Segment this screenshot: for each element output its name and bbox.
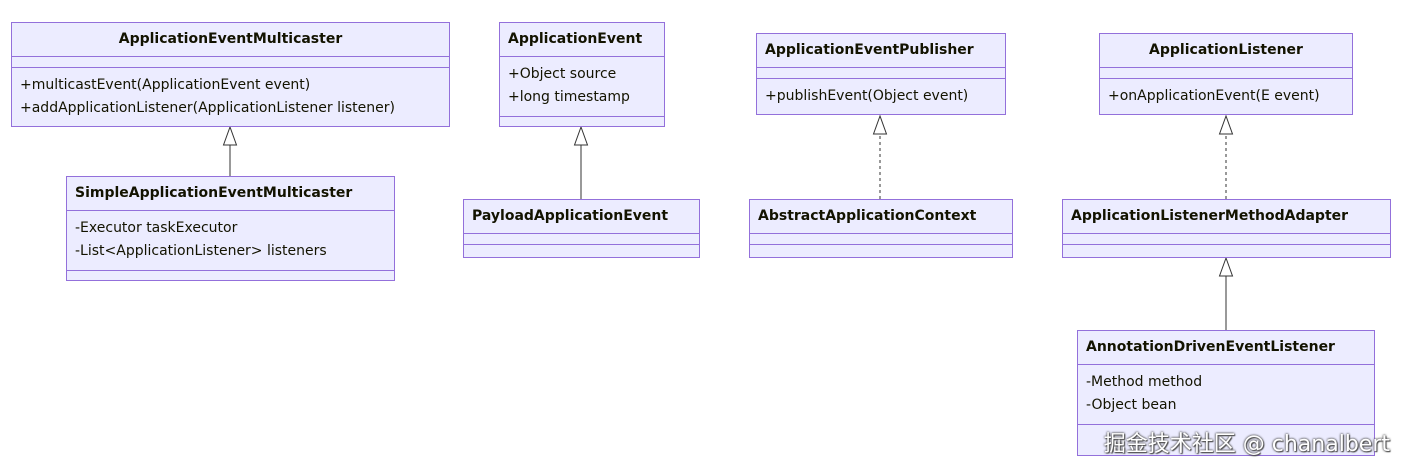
method: +addApplicationListener(ApplicationListe…	[20, 100, 395, 116]
class-name: SimpleApplicationEventMulticaster	[67, 177, 394, 211]
attribute: +Object source	[508, 66, 617, 82]
attributes-section: -Executor taskExecutor -List<Application…	[67, 211, 394, 271]
attributes-section	[1100, 68, 1352, 79]
attributes-section: -Method method -Object bean	[1078, 365, 1374, 425]
watermark: 掘金技术社区 @ chanalbert	[1103, 432, 1390, 457]
class-abstract-application-context[interactable]: AbstractApplicationContext	[749, 199, 1013, 258]
class-name: ApplicationListener	[1100, 34, 1352, 68]
class-name: ApplicationEvent	[500, 23, 664, 57]
class-name: PayloadApplicationEvent	[464, 200, 699, 234]
methods-section: +onApplicationEvent(E event)	[1100, 79, 1352, 115]
methods-section: +publishEvent(Object event)	[757, 79, 1005, 115]
class-application-event[interactable]: ApplicationEvent +Object source +long ti…	[499, 22, 665, 127]
class-annotation-driven-event-listener[interactable]: AnnotationDrivenEventListener -Method me…	[1077, 330, 1375, 456]
attributes-section	[750, 234, 1012, 245]
class-application-listener-method-adapter[interactable]: ApplicationListenerMethodAdapter	[1062, 199, 1391, 258]
relation-annotation-listener-extends-adapter	[1218, 256, 1234, 330]
class-name: AnnotationDrivenEventListener	[1078, 331, 1374, 365]
attribute: -Object bean	[1086, 397, 1177, 413]
class-name: ApplicationEventMulticaster	[12, 23, 449, 57]
relation-context-implements-publisher	[872, 114, 888, 199]
attribute: -List<ApplicationListener> listeners	[75, 243, 327, 259]
attribute: -Method method	[1086, 374, 1203, 390]
class-application-event-multicaster[interactable]: ApplicationEventMulticaster +multicastEv…	[11, 22, 450, 127]
method: +onApplicationEvent(E event)	[1108, 88, 1320, 104]
relation-simple-multicaster-extends-multicaster	[222, 125, 238, 176]
attributes-section	[464, 234, 699, 245]
class-simple-application-event-multicaster[interactable]: SimpleApplicationEventMulticaster -Execu…	[66, 176, 395, 281]
relation-adapter-implements-listener	[1218, 114, 1234, 199]
methods-section: +multicastEvent(ApplicationEvent event) …	[12, 68, 449, 127]
class-name: AbstractApplicationContext	[750, 200, 1012, 234]
attributes-section	[757, 68, 1005, 79]
attributes-section	[12, 57, 449, 68]
class-payload-application-event[interactable]: PayloadApplicationEvent	[463, 199, 700, 258]
method: +multicastEvent(ApplicationEvent event)	[20, 77, 311, 93]
attribute: -Executor taskExecutor	[75, 220, 238, 236]
class-application-listener[interactable]: ApplicationListener +onApplicationEvent(…	[1099, 33, 1353, 115]
class-application-event-publisher[interactable]: ApplicationEventPublisher +publishEvent(…	[756, 33, 1006, 115]
method: +publishEvent(Object event)	[765, 88, 969, 104]
class-name: ApplicationEventPublisher	[757, 34, 1005, 68]
attribute: +long timestamp	[508, 89, 630, 105]
relation-payload-event-extends-event	[573, 125, 589, 199]
attributes-section: +Object source +long timestamp	[500, 57, 664, 117]
attributes-section	[1063, 234, 1390, 245]
class-name: ApplicationListenerMethodAdapter	[1063, 200, 1390, 234]
